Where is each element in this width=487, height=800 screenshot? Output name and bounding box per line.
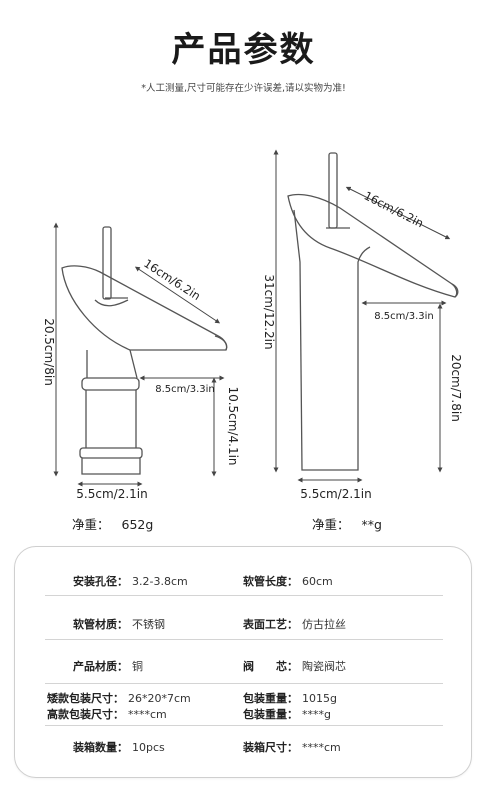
spec-value: ****cm — [302, 741, 341, 754]
spec-row-hose: 软管材质： 不锈钢 表面工艺： 仿古拉丝 — [45, 603, 443, 640]
tall-faucet-handle — [328, 152, 338, 229]
spec-label: 安装孔径： — [73, 575, 128, 588]
tall-faucet-spout — [287, 193, 458, 298]
spec-value: 1015g — [302, 692, 337, 705]
tall-faucet-body — [293, 209, 371, 471]
tall-faucet-base-width-label: 5.5cm/2.1in — [300, 487, 371, 501]
spec-label: 包装重量： — [243, 692, 298, 705]
spec-value: 仿古拉丝 — [302, 618, 346, 631]
spec-value: 铜 — [132, 660, 143, 673]
spec-value: ****cm — [128, 708, 167, 721]
spec-table: 安装孔径： 3.2-3.8cm 软管长度： 60cm 软管材质： 不锈钢 表面工艺： 仿… — [14, 546, 472, 778]
spec-label: 高款包装尺寸： — [47, 708, 124, 721]
spec-label: 产品材质： — [73, 660, 128, 673]
short-faucet-collar — [81, 377, 140, 391]
spec-label: 表面工艺： — [243, 618, 298, 631]
short-faucet-dimensions — [53, 222, 225, 487]
spec-value: 3.2-3.8cm — [132, 575, 188, 588]
spec-row-carton: 装箱数量： 10pcs 装箱尺寸： ****cm — [45, 733, 443, 763]
measurement-note: *人工测量,尺寸可能存在少许误差,请以实物为准! — [141, 83, 346, 94]
short-faucet-neck — [86, 349, 138, 379]
spec-value: 陶瓷阀芯 — [302, 660, 346, 673]
short-faucet-drawing — [61, 226, 228, 475]
spec-label: 装箱数量： — [73, 741, 128, 754]
tall-faucet-spout-reach-label: 8.5cm/3.3in — [374, 311, 434, 322]
short-faucet-spout-reach-label: 8.5cm/3.3in — [155, 384, 215, 395]
faucet-dimension-diagram: 20.5cm/8in 16cm/6.2in 8.5cm/3.3in 10.5cm… — [42, 149, 463, 501]
page-title: 产品参数 — [171, 30, 316, 70]
spec-label: 软管材质： — [73, 618, 128, 631]
spec-row-material: 产品材质： 铜 阀 芯： 陶瓷阀芯 — [45, 647, 443, 684]
weight-label: 净重： — [72, 517, 110, 532]
tall-faucet-drawing — [287, 152, 459, 471]
weight-value: **g — [361, 517, 382, 532]
short-faucet-spout — [61, 265, 228, 351]
short-faucet-body-height-label: 10.5cm/4.1in — [226, 386, 240, 465]
short-faucet-base-width-label: 5.5cm/2.1in — [76, 487, 147, 501]
spec-value: 26*20*7cm — [128, 692, 191, 705]
tall-faucet-spout-length-label: 16cm/6.2in — [362, 188, 426, 230]
tall-faucet-body-height-label: 20cm/7.8in — [449, 354, 463, 422]
weight-label: 净重： — [312, 517, 350, 532]
spec-label: 包装重量： — [243, 708, 298, 721]
spec-value: 不锈钢 — [132, 618, 165, 631]
spec-label: 阀 芯： — [243, 660, 298, 673]
tall-faucet-weight: 净重： **g — [312, 514, 382, 533]
spec-value: ****g — [302, 708, 331, 721]
tall-faucet-dimensions — [273, 149, 451, 483]
short-faucet-base — [81, 458, 141, 475]
short-faucet-weight: 净重： 652g — [72, 514, 153, 533]
spec-label: 软管长度： — [243, 575, 298, 588]
weight-value: 652g — [121, 517, 154, 532]
short-faucet-body — [85, 390, 137, 448]
short-faucet-height-label: 20.5cm/8in — [42, 318, 56, 386]
spec-value: 60cm — [302, 575, 333, 588]
spec-value: 10pcs — [132, 741, 165, 754]
tall-faucet-height-label: 31cm/12.2in — [262, 274, 276, 349]
spec-row-install: 安装孔径： 3.2-3.8cm 软管长度： 60cm — [45, 559, 443, 596]
spec-label: 矮款包装尺寸： — [47, 692, 124, 705]
short-faucet-ring — [79, 447, 143, 459]
short-faucet-handle — [102, 226, 112, 300]
spec-row-package: 矮款包装尺寸： 26*20*7cm 包装重量： 1015g 高款包装尺寸： ****c… — [45, 687, 443, 726]
spec-label: 装箱尺寸： — [243, 741, 298, 754]
short-faucet-spout-length-label: 16cm/6.2in — [141, 256, 203, 303]
